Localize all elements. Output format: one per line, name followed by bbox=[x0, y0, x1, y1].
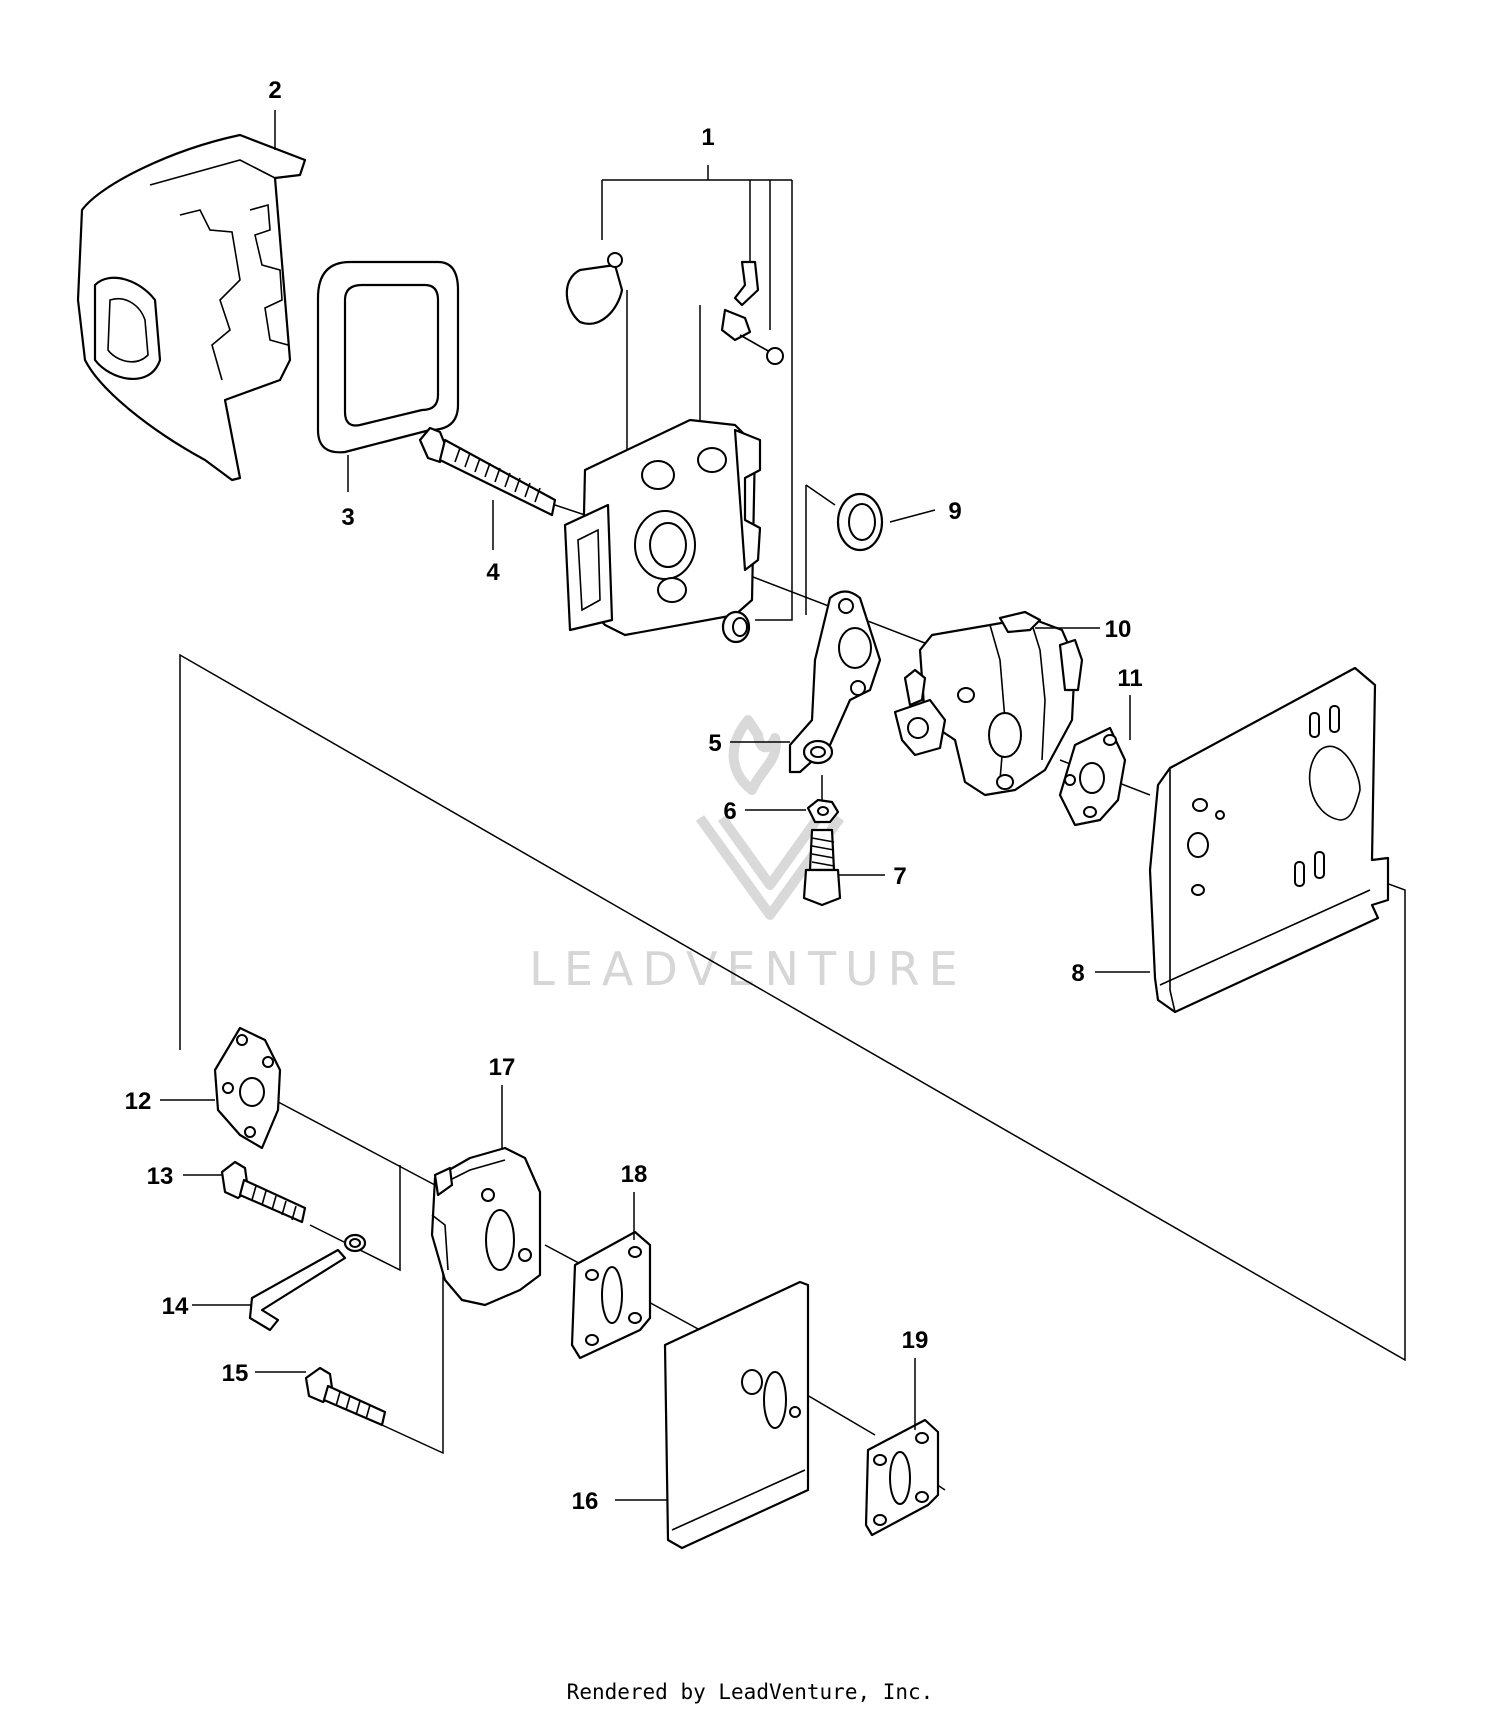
gasket-18 bbox=[570, 1230, 652, 1360]
filter-element bbox=[316, 260, 460, 454]
watermark: LEADVENTURE bbox=[529, 715, 967, 996]
long-bolt bbox=[418, 426, 557, 517]
callout-18: 18 bbox=[621, 1161, 648, 1188]
mounting-plate bbox=[1148, 666, 1390, 1014]
callout-labels: 1 2 3 4 5 6 7 8 9 10 11 12 13 14 15 16 1… bbox=[125, 77, 1143, 1515]
callout-11: 11 bbox=[1117, 665, 1142, 692]
callout-3: 3 bbox=[341, 504, 354, 531]
bolt-13 bbox=[220, 1160, 307, 1224]
callout-4: 4 bbox=[486, 559, 500, 586]
callout-1: 1 bbox=[701, 124, 714, 151]
callout-13: 13 bbox=[147, 1163, 174, 1190]
gasket-19 bbox=[864, 1418, 940, 1537]
spacer bbox=[721, 610, 751, 644]
callout-15: 15 bbox=[222, 1360, 249, 1387]
nut bbox=[806, 798, 840, 824]
fitting bbox=[802, 828, 842, 907]
air-filter-cover bbox=[76, 133, 307, 482]
callout-leaders bbox=[160, 110, 1150, 1501]
o-ring bbox=[836, 492, 884, 552]
callout-10: 10 bbox=[1105, 616, 1132, 643]
gasket-lower bbox=[213, 1026, 282, 1150]
callout-16: 16 bbox=[572, 1488, 599, 1515]
bracket-plate bbox=[788, 590, 882, 774]
callout-9: 9 bbox=[948, 498, 961, 525]
watermark-text: LEADVENTURE bbox=[529, 942, 967, 996]
callout-17: 17 bbox=[489, 1054, 516, 1081]
link-rod bbox=[248, 1233, 367, 1332]
bolt-15 bbox=[304, 1366, 387, 1427]
callout-14: 14 bbox=[162, 1293, 189, 1320]
callout-8: 8 bbox=[1071, 960, 1084, 987]
carburetor bbox=[893, 610, 1084, 797]
choke-lever bbox=[565, 252, 784, 365]
callout-19: 19 bbox=[902, 1327, 929, 1354]
footer-credit: Rendered by LeadVenture, Inc. bbox=[566, 1680, 934, 1704]
air-filter-base bbox=[563, 418, 762, 637]
callout-12: 12 bbox=[125, 1088, 152, 1115]
callout-2: 2 bbox=[268, 77, 281, 104]
insulator bbox=[430, 1146, 542, 1307]
callout-5: 5 bbox=[708, 730, 721, 757]
gasket-carb bbox=[1058, 726, 1127, 827]
callout-6: 6 bbox=[723, 798, 736, 825]
callout-7: 7 bbox=[893, 863, 906, 890]
heat-shield bbox=[663, 1280, 810, 1550]
